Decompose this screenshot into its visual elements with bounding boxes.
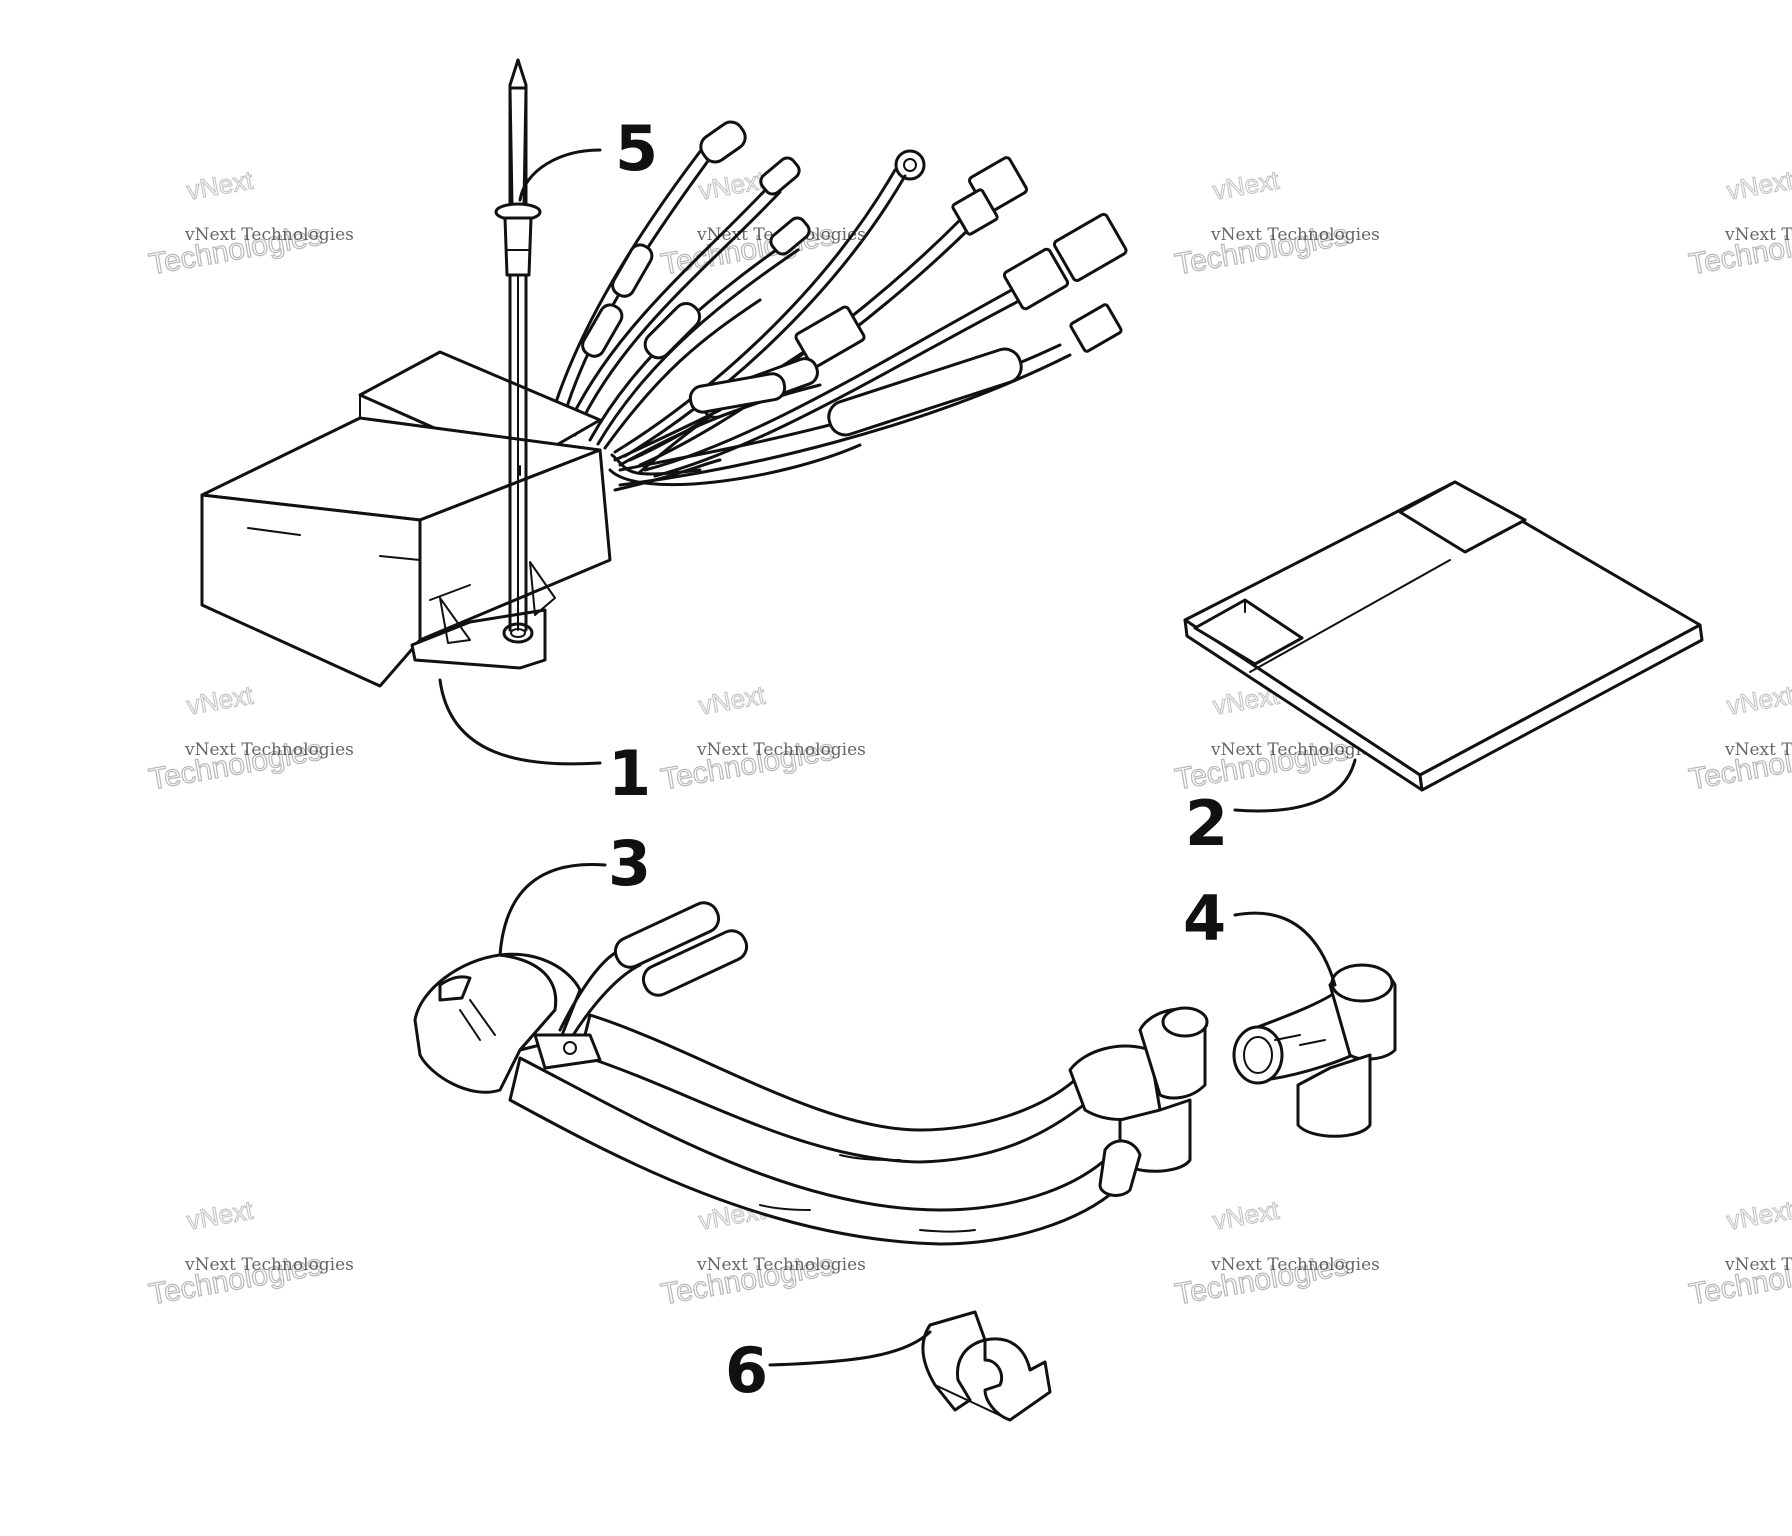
cdi-box-front [200,493,422,688]
callout-3: 3 [608,827,651,900]
cdi-box-side [418,448,612,642]
watermark: vNext Technologies vNext Technologies [146,1194,354,1312]
leader-line-6 [768,1330,932,1367]
svg-text:vNext: vNext [185,165,256,206]
watermark: vNext Technologies vNext Technologies [1686,1194,1792,1312]
callouts: 5 1 2 3 4 6 [608,112,1228,1407]
watermark: vNext Technologies vNext Technologies [1686,679,1792,797]
adhesive-tab [1398,480,1527,554]
svg-text:vNext Technologies: vNext Technologies [1210,740,1380,760]
svg-text:vNext Technologies: vNext Technologies [1210,1255,1380,1275]
svg-text:vNext Technologies: vNext Technologies [184,740,354,760]
part-3-ignition-coil [413,901,1209,1246]
svg-text:vNext: vNext [1725,1195,1792,1236]
svg-text:vNext Technologies: vNext Technologies [184,1255,354,1275]
svg-text:vNext: vNext [1211,165,1282,206]
callout-6: 6 [725,1334,768,1407]
callout-5: 5 [615,112,658,185]
part-1-cdi-box [200,120,1128,688]
callout-1: 1 [608,737,651,810]
svg-text:vNext Technologies: vNext Technologies [184,225,354,245]
leader-line-3 [498,862,607,957]
svg-text:vNext Technologies: vNext Technologies [696,740,866,760]
watermark: vNext Technologies vNext Technologies [658,679,866,797]
watermark: vNext Technologies vNext Technologies [1172,164,1380,282]
leader-line-1 [438,678,602,766]
leader-line-5 [518,148,602,202]
svg-text:vNext Technologies: vNext Technologies [1724,740,1792,760]
svg-text:vNext: vNext [185,1195,256,1236]
part-5-rivet [494,58,542,632]
watermark: vNext Technologies vNext Technologies [1686,164,1792,282]
adhesive-tab [1193,598,1304,666]
leader-lines [438,148,1357,1367]
leader-line-4 [1233,911,1337,987]
svg-text:vNext Technologies: vNext Technologies [1724,1255,1792,1275]
part-4-spark-plug-cap [1232,963,1397,1138]
part-6-clip [921,1310,1052,1422]
svg-text:vNext Technologies: vNext Technologies [1210,225,1380,245]
leader-line-2 [1233,758,1357,813]
svg-text:vNext: vNext [697,680,768,721]
svg-text:vNext: vNext [1725,680,1792,721]
part-2-pad [1183,480,1704,792]
wire-harness [546,120,1128,492]
svg-text:vNext: vNext [185,680,256,721]
svg-text:vNext: vNext [1211,1195,1282,1236]
svg-text:vNext: vNext [1725,165,1792,206]
svg-text:vNext Technologies: vNext Technologies [1724,225,1792,245]
callout-4: 4 [1183,882,1226,955]
watermark: vNext Technologies vNext Technologies [1172,1194,1380,1312]
watermark: vNext Technologies vNext Technologies [146,679,354,797]
callout-2: 2 [1185,787,1228,860]
ht-lead [508,1056,1120,1246]
svg-text:vNext Technologies: vNext Technologies [696,1255,866,1275]
watermark: vNext Technologies vNext Technologies [146,164,354,282]
